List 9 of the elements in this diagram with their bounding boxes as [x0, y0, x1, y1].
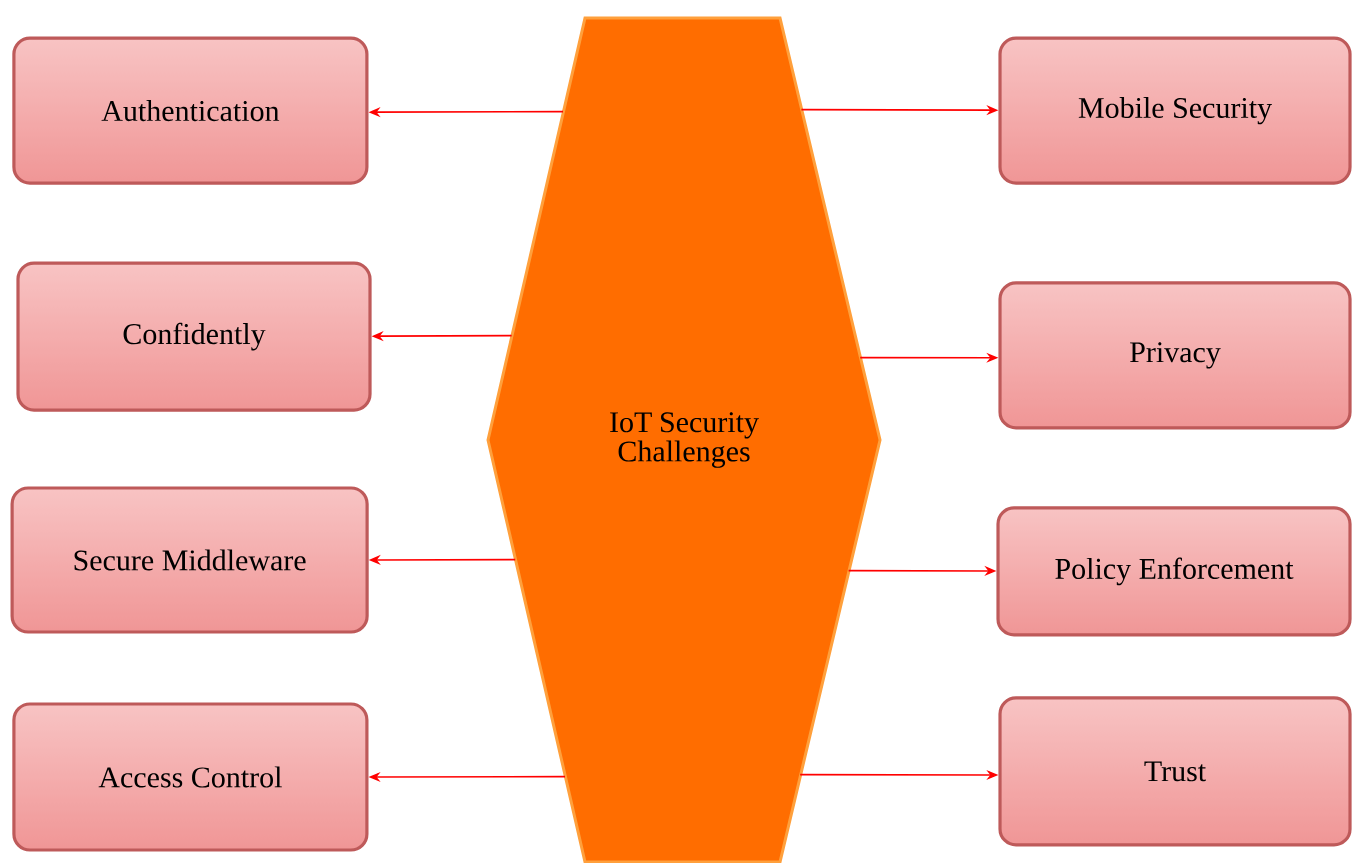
- rounded-box: Secure Middleware: [10, 486, 369, 634]
- rounded-box: Mobile Security: [998, 36, 1352, 185]
- rounded-box: Authentication: [12, 36, 369, 185]
- rounded-box: Trust: [998, 696, 1352, 847]
- rounded-box: Policy Enforcement: [996, 506, 1352, 637]
- rounded-box: Privacy: [998, 281, 1352, 430]
- hexagon: IoT Security Challenges: [486, 16, 882, 863]
- rounded-box: Access Control: [12, 702, 369, 852]
- rounded-box: Confidently: [16, 261, 372, 412]
